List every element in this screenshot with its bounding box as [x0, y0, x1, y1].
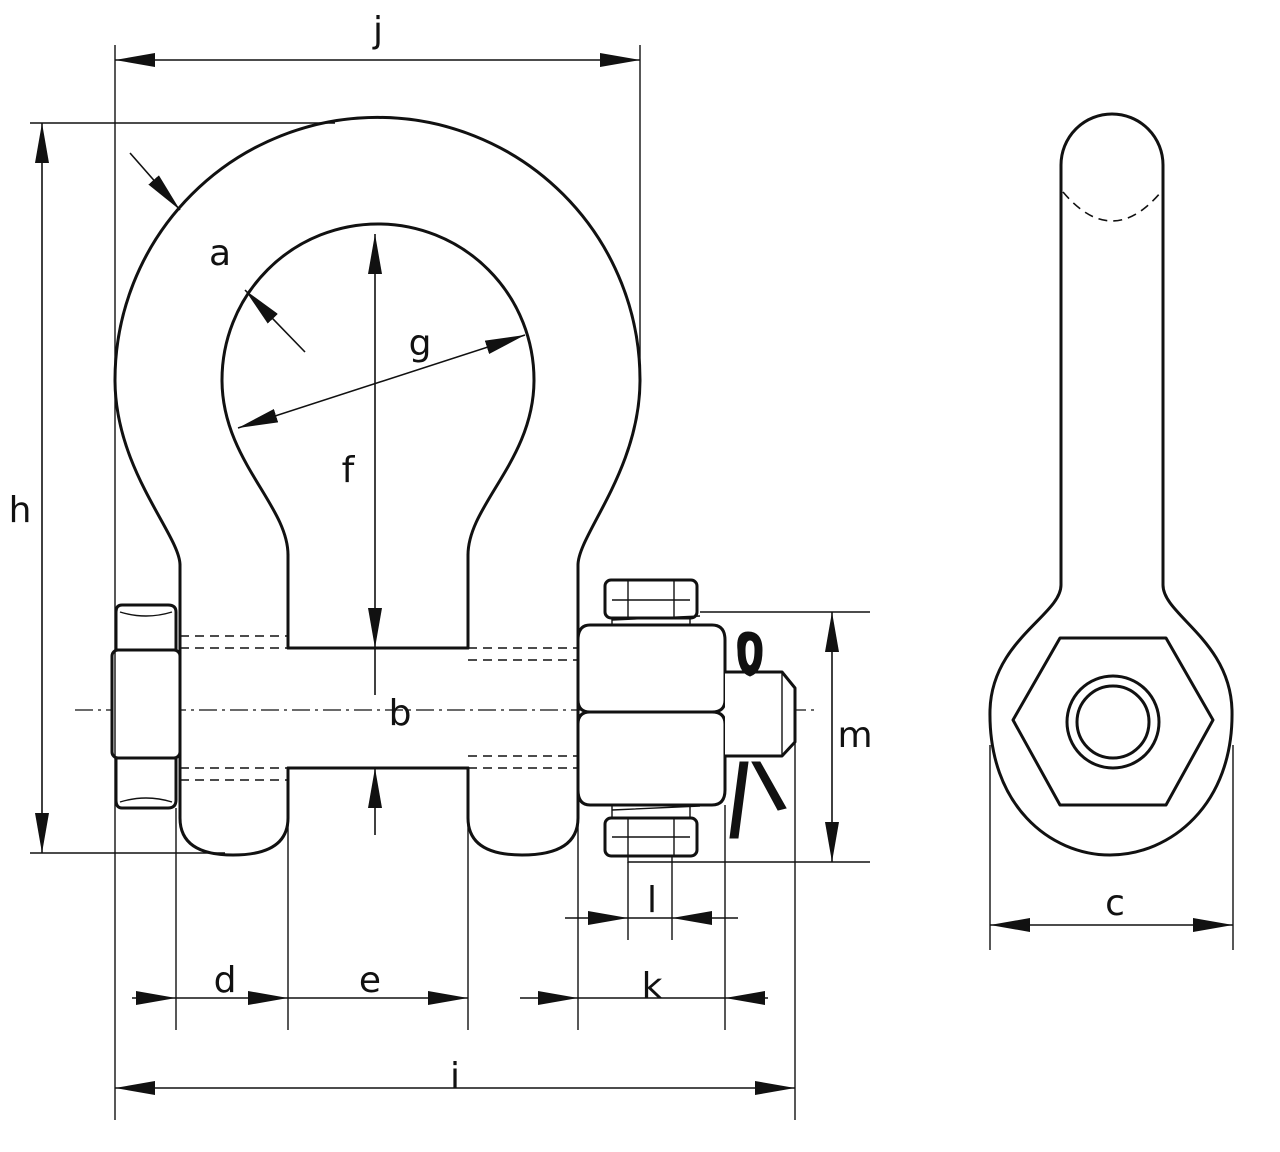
pin-tip: [725, 670, 797, 758]
shackle-left-leg: [178, 553, 290, 857]
pin-head-hex: [110, 603, 182, 810]
label-l: l: [647, 880, 657, 921]
shackle-right-leg: [466, 553, 580, 857]
label-e: e: [359, 960, 381, 1001]
dimension-a-outer: [129, 152, 181, 211]
label-j: j: [372, 10, 383, 51]
label-m: m: [837, 715, 872, 756]
extension-lines: [30, 45, 1234, 1120]
shackle-front-view: [75, 116, 815, 863]
shackle-bow-outline: [113, 116, 642, 567]
label-h: h: [9, 490, 32, 531]
side-view-pin-outer: [1065, 674, 1161, 770]
dimension-a-inner: [244, 289, 306, 353]
cotter-pin: [729, 631, 787, 839]
side-view-hidden-arc: [1062, 191, 1162, 222]
pin-hidden-lines: [180, 635, 578, 781]
label-f: f: [342, 450, 356, 491]
shackle-side-view: [988, 112, 1234, 857]
pin-body: [286, 646, 470, 770]
label-g: g: [409, 323, 432, 364]
dimension-labels: j a g f h b m l d e k i c: [9, 10, 1125, 1097]
label-i: i: [450, 1056, 460, 1097]
label-k: k: [642, 966, 663, 1007]
dimension-g: [237, 334, 526, 429]
label-c: c: [1105, 883, 1125, 924]
label-a: a: [209, 233, 231, 274]
label-d: d: [214, 960, 237, 1001]
side-view-outline: [988, 112, 1234, 857]
side-view-hex-nut: [1011, 636, 1215, 807]
dimension-lines: [35, 53, 1233, 1095]
nut-assembly: [576, 578, 727, 863]
label-b: b: [389, 693, 412, 734]
side-view-pin-inner: [1075, 684, 1151, 760]
shackle-bow-inner-outline: [220, 222, 536, 557]
